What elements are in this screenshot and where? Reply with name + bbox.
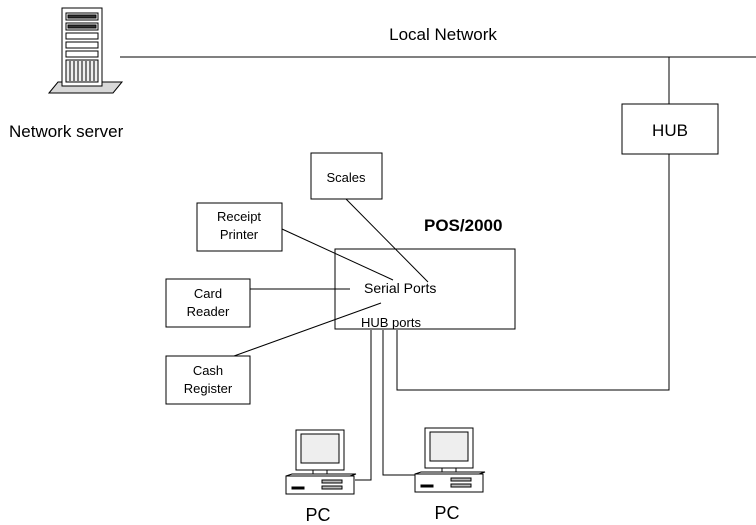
receipt-printer-label-line1: Receipt bbox=[217, 209, 261, 224]
receipt-printer-link bbox=[281, 228, 394, 281]
cash-register-link bbox=[233, 302, 382, 357]
receipt-printer-label-line2: Printer bbox=[220, 227, 259, 242]
network-server-label: Network server bbox=[9, 122, 124, 141]
scales-label: Scales bbox=[326, 170, 366, 185]
server-tower-icon bbox=[47, 7, 124, 94]
hub-label: HUB bbox=[652, 121, 688, 140]
pc2-label: PC bbox=[434, 503, 459, 523]
scales-link bbox=[345, 198, 429, 283]
desktop-pc-icon bbox=[285, 429, 357, 495]
hub-to-pos-line bbox=[396, 154, 670, 391]
local-network-label: Local Network bbox=[389, 25, 497, 44]
hub-box bbox=[621, 103, 719, 155]
scales-box bbox=[310, 152, 383, 200]
desktop-pc-icon bbox=[414, 427, 486, 493]
pos-box bbox=[334, 248, 516, 330]
serial-ports-label: Serial Ports bbox=[364, 280, 436, 296]
hub-ports-label: HUB ports bbox=[361, 315, 421, 330]
cash-register-label-line2: Register bbox=[184, 381, 233, 396]
pc1-link bbox=[355, 330, 372, 481]
receipt-printer-box bbox=[196, 202, 283, 252]
pc2-link bbox=[382, 330, 415, 476]
card-reader-label-line2: Reader bbox=[187, 304, 230, 319]
card-reader-label-line1: Card bbox=[194, 286, 222, 301]
pc1-label: PC bbox=[305, 505, 330, 525]
card-reader-box bbox=[165, 278, 251, 328]
pos-title: POS/2000 bbox=[424, 216, 502, 235]
cash-register-box bbox=[165, 355, 251, 405]
cash-register-label-line1: Cash bbox=[193, 363, 223, 378]
